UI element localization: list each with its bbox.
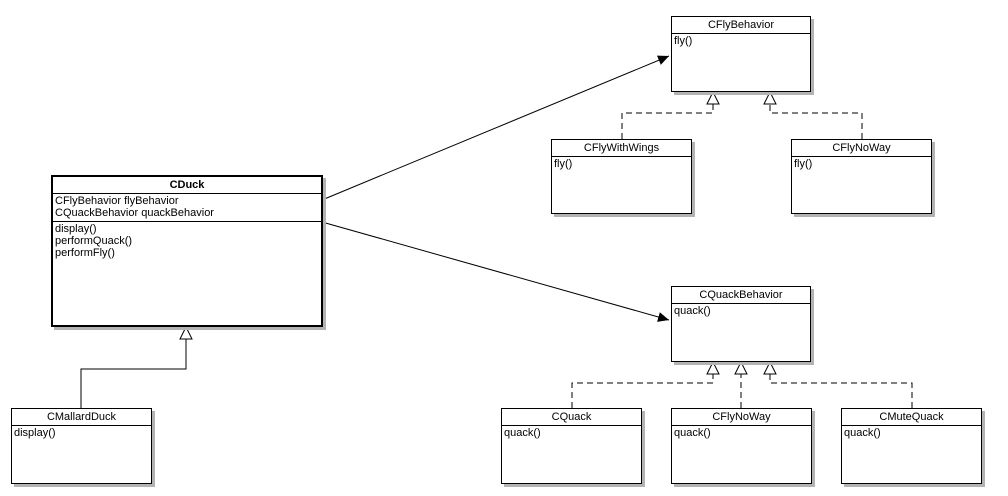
realization-mutequack-quackbehavior bbox=[769, 374, 913, 408]
methods-section: quack() bbox=[672, 426, 811, 441]
class-name: CFlyNoWay bbox=[792, 140, 931, 157]
association-duck-quackbehavior bbox=[321, 221, 670, 322]
method: fly() bbox=[674, 35, 693, 47]
class-cmutequack[interactable]: CMuteQuack quack() bbox=[841, 408, 982, 484]
class-name: CQuack bbox=[502, 409, 641, 426]
methods-section: quack() bbox=[502, 426, 641, 441]
realization-quack-quackbehavior bbox=[571, 374, 714, 408]
class-cflynoway-quack[interactable]: CFlyNoWay quack() bbox=[671, 408, 812, 484]
attributes-section: CFlyBehavior flyBehavior CQuackBehavior … bbox=[53, 194, 321, 222]
association-duck-flybehavior bbox=[321, 55, 670, 201]
class-name: CDuck bbox=[53, 177, 321, 194]
class-cquack[interactable]: CQuack quack() bbox=[501, 408, 642, 484]
class-name: CFlyBehavior bbox=[672, 17, 810, 34]
realization-arrowhead-4 bbox=[734, 360, 748, 375]
class-cquackbehavior[interactable]: CQuackBehavior quack() bbox=[671, 286, 811, 362]
inheritance-mallard-duck bbox=[80, 339, 187, 408]
method: display() bbox=[14, 427, 56, 439]
attribute: CQuackBehavior quackBehavior bbox=[55, 207, 214, 219]
methods-section: fly() bbox=[792, 157, 931, 172]
class-name: CFlyWithWings bbox=[552, 140, 691, 157]
methods-section: quack() bbox=[842, 426, 981, 441]
method: performFly() bbox=[55, 247, 115, 259]
method: performQuack() bbox=[55, 235, 133, 247]
realization-arrowhead-2 bbox=[763, 90, 777, 105]
realization-arrowhead-1 bbox=[706, 90, 720, 105]
methods-section: quack() bbox=[672, 304, 810, 319]
class-cflynoway-fly[interactable]: CFlyNoWay fly() bbox=[791, 139, 932, 214]
method: fly() bbox=[554, 158, 573, 170]
method: quack() bbox=[674, 305, 711, 317]
class-cflywithwings[interactable]: CFlyWithWings fly() bbox=[551, 139, 692, 214]
realization-arrowhead-3 bbox=[706, 360, 720, 375]
method: quack() bbox=[674, 427, 711, 439]
class-cflybehavior[interactable]: CFlyBehavior fly() bbox=[671, 16, 811, 92]
class-cmallardduck[interactable]: CMallardDuck display() bbox=[11, 408, 152, 484]
method: display() bbox=[55, 223, 97, 235]
attribute: CFlyBehavior flyBehavior bbox=[55, 195, 179, 207]
methods-section: display() performQuack() performFly() bbox=[53, 222, 321, 261]
method: quack() bbox=[504, 427, 541, 439]
realization-flynoway-flybehavior bbox=[769, 104, 863, 139]
methods-section: fly() bbox=[552, 157, 691, 172]
methods-section: fly() bbox=[672, 34, 810, 49]
class-name: CMallardDuck bbox=[12, 409, 151, 426]
methods-section: display() bbox=[12, 426, 151, 441]
method: quack() bbox=[844, 427, 881, 439]
class-cduck[interactable]: CDuck CFlyBehavior flyBehavior CQuackBeh… bbox=[51, 175, 323, 327]
class-name: CMuteQuack bbox=[842, 409, 981, 426]
realization-arrowhead-5 bbox=[763, 360, 777, 375]
inheritance-arrowhead bbox=[179, 325, 193, 340]
method: fly() bbox=[794, 158, 813, 170]
class-name: CQuackBehavior bbox=[672, 287, 810, 304]
realization-flywithwings-flybehavior bbox=[621, 104, 714, 139]
class-name: CFlyNoWay bbox=[672, 409, 811, 426]
